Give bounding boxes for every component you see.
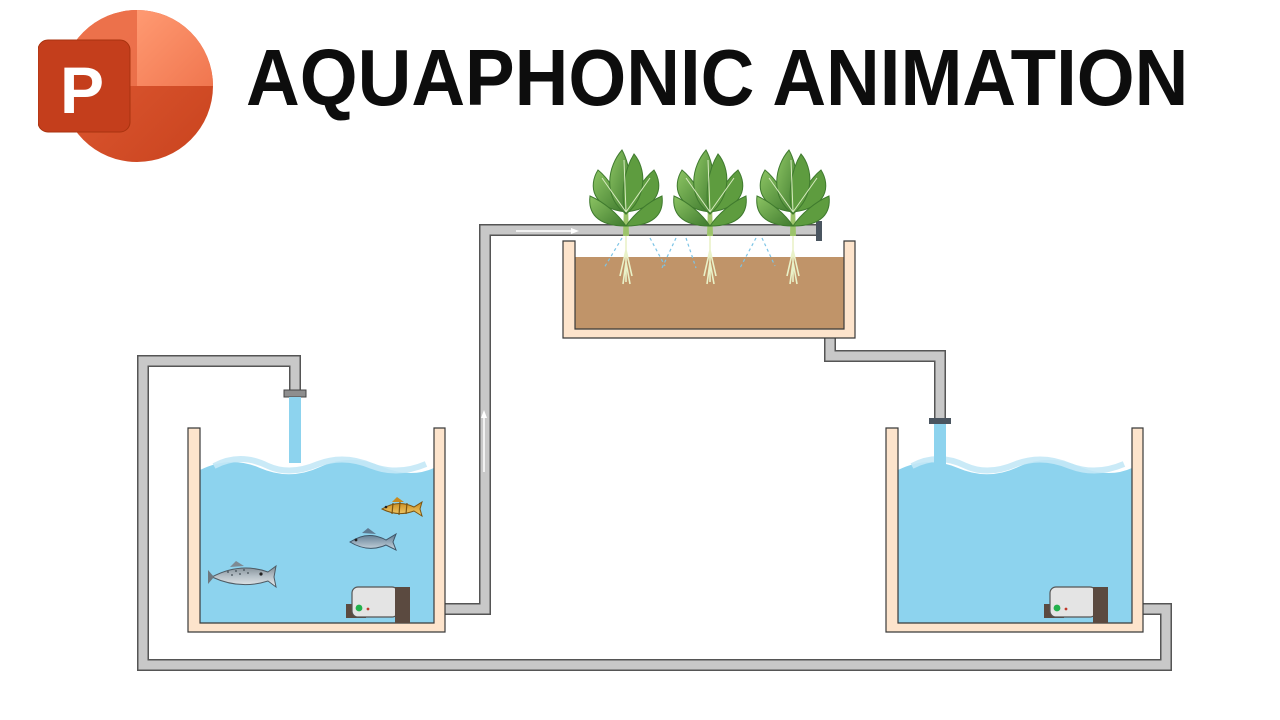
fish-tank-pump	[346, 586, 410, 623]
water-stream	[289, 397, 301, 463]
logo-letter: P	[60, 53, 104, 127]
leaf	[589, 195, 627, 227]
supply-pipe-cap	[816, 221, 822, 241]
logo-square	[38, 40, 130, 132]
leaf	[625, 195, 663, 227]
sump-pump	[1044, 586, 1108, 623]
drain-pipe	[824, 338, 946, 420]
bream-fish	[349, 528, 397, 552]
leaf	[673, 195, 711, 227]
perch-fish	[380, 497, 423, 518]
plant	[756, 149, 830, 285]
leaf	[792, 195, 830, 227]
logo-quadrant	[137, 10, 213, 86]
plants	[589, 149, 830, 285]
plant	[589, 149, 663, 285]
page-title: AQUAPHONIC ANIMATION	[246, 33, 1189, 122]
flow-arrow-right	[516, 228, 579, 234]
plant	[673, 149, 747, 285]
leaf	[789, 153, 811, 215]
fish-tank-inlet-nozzle	[283, 389, 307, 398]
sump-inlet-nozzle	[929, 418, 951, 424]
leaf	[706, 153, 728, 215]
leaf	[756, 195, 794, 227]
leaf	[622, 153, 644, 215]
spray-jets	[603, 237, 776, 269]
flow-arrow-up	[481, 410, 487, 472]
salmon-fish	[208, 561, 277, 589]
powerpoint-logo-icon: P	[38, 10, 213, 162]
leaf	[709, 195, 747, 227]
supply-pipe	[410, 224, 818, 615]
water-stream	[934, 424, 946, 470]
return-pipe	[137, 355, 1172, 671]
